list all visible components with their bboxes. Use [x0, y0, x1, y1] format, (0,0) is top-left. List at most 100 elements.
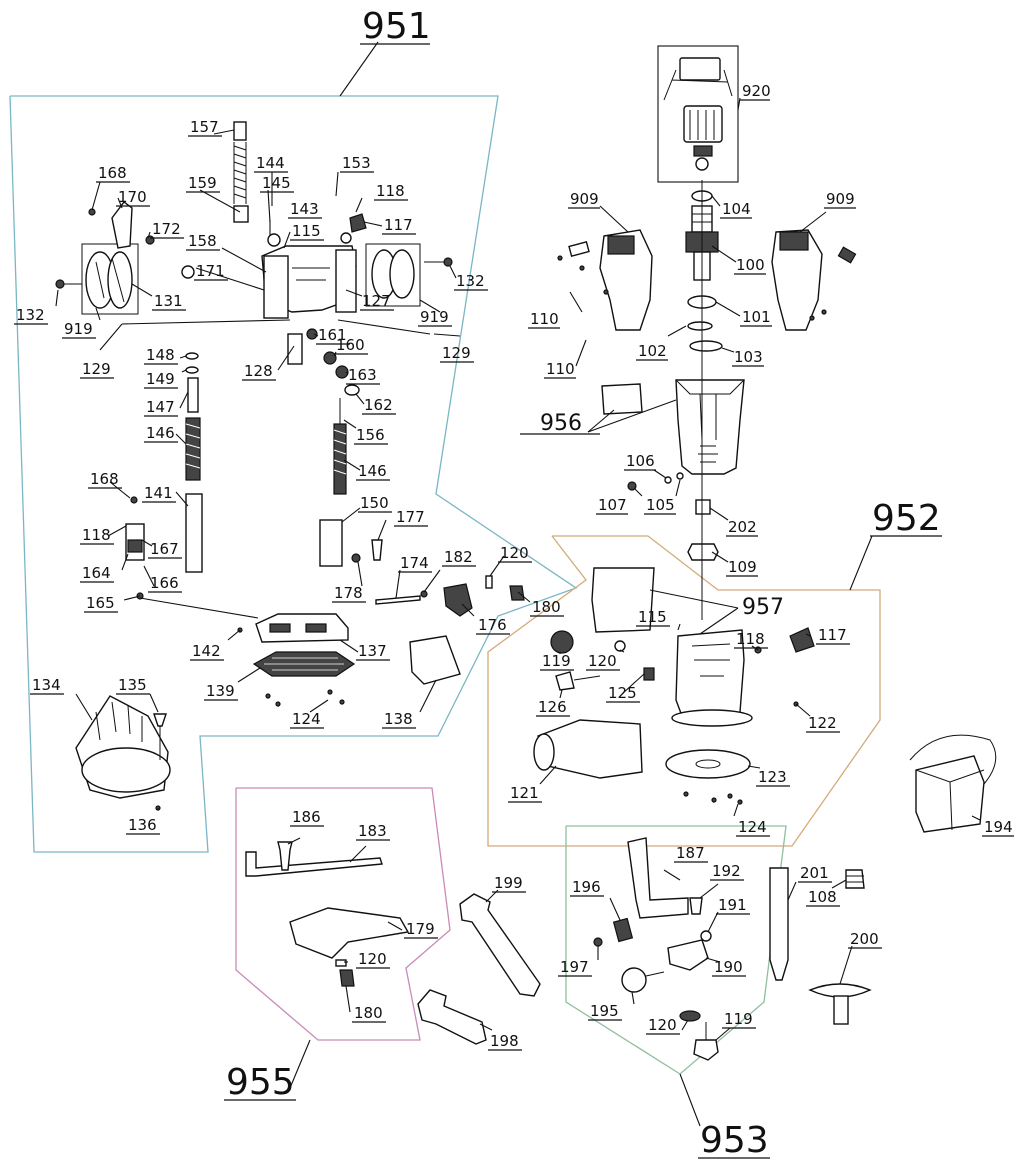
- label-920: 920: [742, 82, 771, 100]
- knob-119b: [693, 1039, 719, 1061]
- label-187: 187: [676, 844, 705, 862]
- outline-951: [9, 95, 578, 853]
- label-136: 136: [128, 816, 157, 834]
- label-145: 145: [262, 174, 291, 192]
- group-label-952: 952: [872, 498, 941, 539]
- outline-919-left: [81, 243, 139, 315]
- label-131: 131: [154, 292, 183, 310]
- label-157: 157: [190, 118, 219, 136]
- label-166: 166: [150, 574, 179, 592]
- label-127: 127: [362, 292, 391, 310]
- spring-146-left: [185, 417, 201, 481]
- label-120-955: 120: [358, 950, 387, 968]
- label-192: 192: [712, 862, 741, 880]
- label-182: 182: [444, 548, 473, 566]
- label-129-right: 129: [442, 344, 471, 362]
- wrench-199: [459, 893, 541, 997]
- label-146-right: 146: [358, 462, 387, 480]
- part-drawings: [55, 57, 997, 1061]
- label-118-top: 118: [376, 182, 405, 200]
- outline-920: [657, 45, 739, 183]
- leader-lines: [55, 41, 981, 1127]
- ring-171: [181, 265, 195, 279]
- label-149: 149: [146, 370, 175, 388]
- label-139: 139: [206, 682, 235, 700]
- motor-assembly-920: [663, 57, 733, 171]
- label-132-left: 132: [16, 306, 45, 324]
- screw-135: [153, 713, 167, 727]
- label-143: 143: [290, 200, 319, 218]
- guide-183: [245, 851, 383, 877]
- label-102: 102: [638, 342, 667, 360]
- label-170: 170: [118, 188, 147, 206]
- knob-919-right: [371, 249, 415, 299]
- label-163: 163: [348, 366, 377, 384]
- ring-102: [687, 321, 713, 331]
- label-909-left: 909: [570, 190, 599, 208]
- label-132-right: 132: [456, 272, 485, 290]
- block-190: [667, 939, 709, 971]
- label-109: 109: [728, 558, 757, 576]
- label-105: 105: [646, 496, 675, 514]
- label-201: 201: [800, 864, 829, 882]
- clip-196: [612, 917, 634, 943]
- housing-909-left: [557, 229, 653, 331]
- group-outlines: [9, 45, 881, 1075]
- depth-rod-157: [233, 121, 249, 223]
- label-168-bottom: 168: [90, 470, 119, 488]
- label-183: 183: [358, 822, 387, 840]
- label-120-951: 120: [500, 544, 529, 562]
- label-119-953: 119: [724, 1010, 753, 1028]
- label-128: 128: [244, 362, 273, 380]
- label-202: 202: [728, 518, 757, 536]
- label-158: 158: [188, 232, 217, 250]
- group-label-953: 953: [700, 1120, 769, 1161]
- label-172: 172: [152, 220, 181, 238]
- group-label-956: 956: [540, 411, 582, 436]
- label-117-952: 117: [818, 626, 847, 644]
- group-label-955: 955: [226, 1062, 295, 1103]
- clamp-176: [443, 583, 473, 617]
- label-126: 126: [538, 698, 567, 716]
- washer-120d: [679, 1010, 701, 1022]
- block-128: [287, 333, 303, 365]
- label-909-right: 909: [826, 190, 855, 208]
- label-180-955: 180: [354, 1004, 383, 1022]
- label-106: 106: [626, 452, 655, 470]
- column-150: [319, 519, 343, 567]
- label-160: 160: [336, 336, 365, 354]
- label-120-952: 120: [588, 652, 617, 670]
- lever-170: [111, 201, 133, 249]
- base-139: [252, 651, 356, 707]
- label-167: 167: [150, 540, 179, 558]
- group-labels: 951 952 955 953 956 957: [224, 6, 942, 1161]
- label-108: 108: [808, 888, 837, 906]
- ring-103: [689, 340, 723, 352]
- label-161: 161: [318, 326, 347, 344]
- label-118-952: 118: [736, 630, 765, 648]
- collet-108: [845, 869, 865, 889]
- label-101: 101: [742, 308, 771, 326]
- label-165: 165: [86, 594, 115, 612]
- base-plate-137: [237, 613, 349, 643]
- label-117-top: 117: [384, 216, 413, 234]
- label-134: 134: [32, 676, 61, 694]
- guide-179: [289, 907, 410, 959]
- rod-201: [769, 867, 789, 981]
- router-body-127: [261, 232, 357, 319]
- label-123: 123: [758, 768, 787, 786]
- label-171: 171: [196, 262, 225, 280]
- label-146-left: 146: [146, 424, 175, 442]
- label-198: 198: [490, 1032, 519, 1050]
- label-200: 200: [850, 930, 879, 948]
- label-144: 144: [256, 154, 285, 172]
- washer-162: [344, 384, 360, 396]
- base-housing-952: [671, 629, 753, 727]
- cover-138: [409, 635, 461, 685]
- bracket-187: [627, 837, 689, 919]
- label-142: 142: [192, 642, 221, 660]
- lock-164: [125, 496, 145, 600]
- outline-955: [235, 787, 451, 1041]
- spring-146-right: [333, 423, 347, 495]
- pin-174: [375, 595, 421, 605]
